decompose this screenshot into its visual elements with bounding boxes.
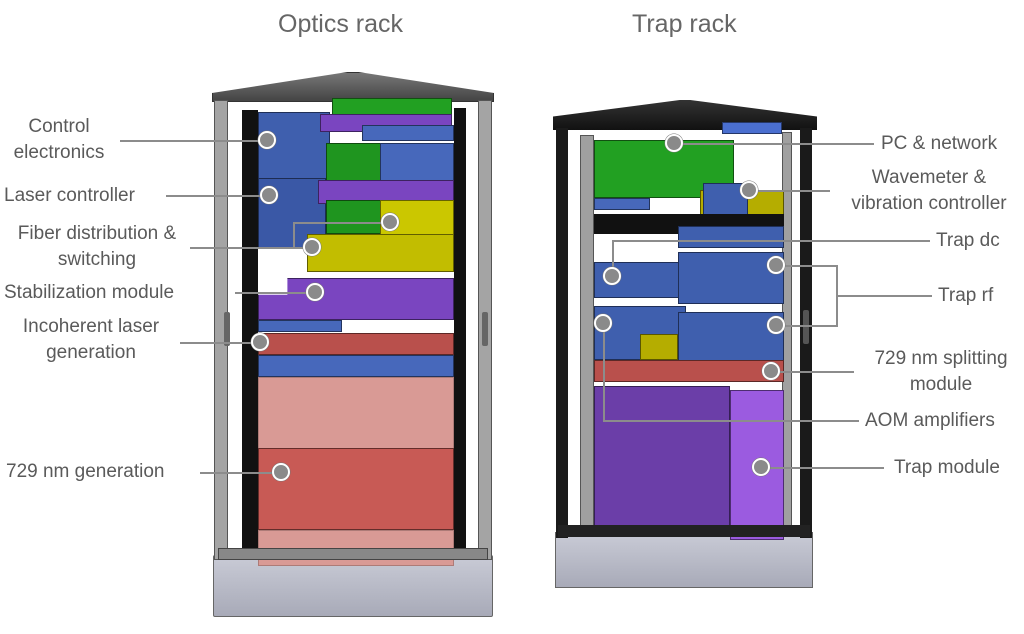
label-trap-dc: Trap dc: [936, 230, 1000, 251]
leader-729-generation: [200, 472, 282, 474]
leader-control-electronics: [120, 140, 266, 142]
leader-trap-module: [760, 467, 884, 469]
729nm-splitting-module: [594, 360, 784, 382]
optics-rack-inner-post-left: [242, 110, 258, 550]
blue-shelf: [258, 320, 342, 332]
mid-green-module: [326, 143, 382, 185]
marker-fiber-upper: [381, 213, 399, 231]
marker-wavemeter: [740, 181, 758, 199]
mid-blue-module: [380, 143, 454, 185]
marker-729-generation: [272, 463, 290, 481]
trap-door-handle: [803, 310, 809, 344]
top-blue-strip: [362, 125, 454, 141]
trap-rack-inner-post-left: [580, 135, 594, 530]
leader-fiber-b: [293, 222, 295, 248]
label-729-generation: 729 nm generation: [6, 461, 165, 482]
trap-rf-upper-module: [678, 252, 784, 304]
marker-incoherent: [251, 333, 269, 351]
leader-trap-rf-out: [836, 295, 932, 297]
leader-aom-vert: [603, 323, 605, 421]
pink-enclosure: [258, 377, 454, 455]
label-aom-amplifiers: AOM amplifiers: [865, 410, 995, 431]
optics-door-handle-right: [482, 312, 488, 346]
marker-trap-module: [752, 458, 770, 476]
label-trap-module: Trap module: [894, 457, 1000, 478]
marker-trap-rf-upper: [767, 256, 785, 274]
pc-network-top-strip: [722, 122, 782, 134]
control-electronics-module: [258, 112, 330, 180]
marker-splitting: [762, 362, 780, 380]
optics-rack-title: Optics rack: [278, 10, 404, 38]
trap-rack-title: Trap rack: [632, 10, 737, 38]
marker-stabilization: [306, 283, 324, 301]
trap-dc-shelf: [678, 226, 784, 248]
label-fiber-distribution: Fiber distribution & switching: [17, 223, 177, 270]
optics-bottom-rail: [218, 548, 488, 560]
leader-splitting: [772, 371, 854, 373]
optics-door-handle-left: [224, 312, 230, 346]
trap-bottom-rail: [558, 525, 810, 537]
leader-trap-rf-upper: [777, 265, 837, 267]
label-control-electronics: Control electronics: [13, 116, 105, 163]
leader-pc-network: [674, 143, 874, 145]
fiber-yellow-lower: [307, 234, 454, 272]
leader-incoherent: [180, 342, 260, 344]
incoherent-laser-module: [258, 333, 454, 355]
marker-laser-controller: [260, 186, 278, 204]
leader-fiber-c: [293, 222, 391, 224]
marker-trap-dc: [603, 267, 621, 285]
marker-control-electronics: [258, 131, 276, 149]
leader-wavemeter: [748, 190, 830, 192]
leader-fiber-a: [190, 247, 312, 249]
leader-trap-rf-lower: [777, 325, 837, 327]
trap-rack-post-left: [556, 128, 568, 538]
trap-rf-lower-module: [678, 312, 784, 362]
label-trap-rf: Trap rf: [938, 285, 994, 306]
stabilization-module: [258, 278, 454, 320]
729nm-generation-module: [258, 448, 454, 530]
optics-rack-inner-post-right: [454, 108, 466, 553]
aom-yellow: [640, 334, 678, 360]
label-stabilization: Stabilization module: [4, 282, 175, 303]
marker-trap-rf-lower: [767, 316, 785, 334]
marker-fiber-lower: [303, 238, 321, 256]
pc-blue-shelf: [594, 198, 650, 210]
label-incoherent-laser: Incoherent laser generation: [22, 316, 160, 363]
leader-aom-horiz: [603, 420, 859, 422]
trap-rack-base: [555, 532, 813, 588]
leader-stabilization: [235, 292, 315, 294]
label-wavemeter: Wavemeter & vibration controller: [851, 167, 1007, 214]
blue-laser-plate: [258, 355, 454, 377]
low-green-module: [326, 200, 382, 234]
marker-aom: [594, 314, 612, 332]
marker-pc-network: [665, 134, 683, 152]
label-pc-network: PC & network: [881, 133, 998, 154]
leader-trap-dc-a: [612, 240, 930, 242]
label-laser-controller: Laser controller: [4, 185, 135, 206]
leader-laser-controller: [166, 195, 268, 197]
leader-trap-dc-b: [612, 240, 614, 276]
label-729-splitting: 729 nm splitting module: [874, 348, 1008, 395]
trap-module-left: [594, 386, 730, 530]
